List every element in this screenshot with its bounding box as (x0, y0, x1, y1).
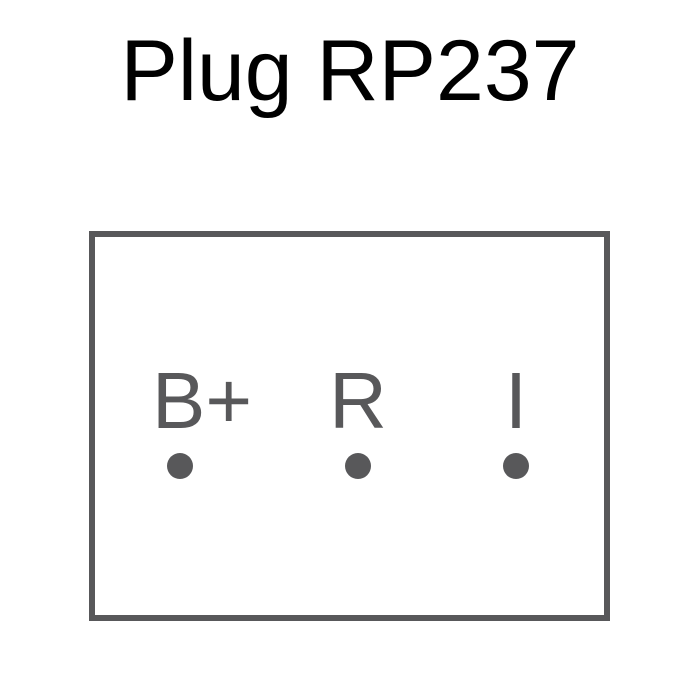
diagram-title: Plug RP237 (121, 23, 580, 119)
pin-b-plus: B+ (152, 356, 252, 479)
pin-i: I (503, 356, 529, 479)
pin-label: B+ (152, 356, 252, 445)
plug-outline (89, 231, 610, 621)
pin-dot (503, 453, 529, 479)
pin-dot (345, 453, 371, 479)
pin-label: I (505, 356, 527, 445)
pin-label: R (329, 356, 387, 445)
pin-r: R (329, 356, 387, 479)
pin-dot (167, 453, 193, 479)
